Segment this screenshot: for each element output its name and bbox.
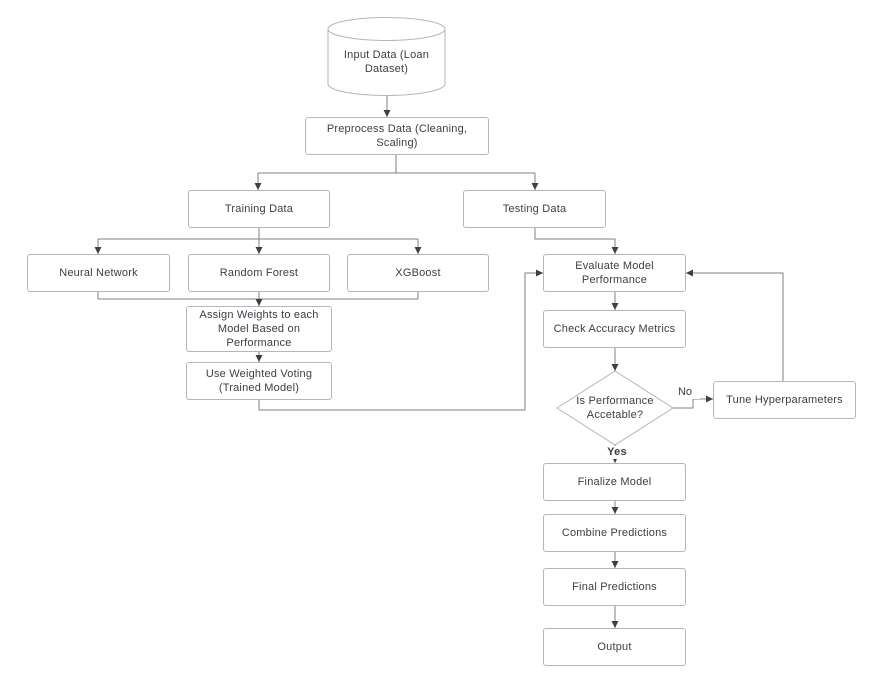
- node-output: Output: [543, 628, 686, 666]
- node-final-predictions: Final Predictions: [543, 568, 686, 606]
- node-preprocess: Preprocess Data (Cleaning, Scaling): [305, 117, 489, 155]
- node-assign-weights: Assign Weights to each Model Based on Pe…: [186, 306, 332, 352]
- edge-decision-no-to-tune: [673, 395, 713, 409]
- node-finalize-model: Finalize Model: [543, 463, 686, 501]
- edge-tune-to-evaluate: [686, 269, 784, 381]
- node-check-accuracy: Check Accuracy Metrics: [543, 310, 686, 348]
- edge-label-no: No: [670, 386, 700, 399]
- node-decision-label: Is Performance Accetable?: [576, 394, 654, 421]
- database-cylinder-shape: [327, 17, 446, 96]
- edge-testing-to-evaluate: [534, 228, 619, 254]
- node-weighted-voting: Use Weighted Voting (Trained Model): [186, 362, 332, 400]
- node-random-forest: Random Forest: [188, 254, 330, 292]
- node-input-data: Input Data (Loan Dataset): [343, 48, 430, 75]
- edge-label-yes: Yes: [596, 446, 638, 459]
- node-tune-hyperparameters: Tune Hyperparameters: [713, 381, 856, 419]
- node-testing-data: Testing Data: [463, 190, 606, 228]
- edge-voting-to-evaluate: [258, 269, 543, 411]
- node-training-data: Training Data: [188, 190, 330, 228]
- node-evaluate-model: Evaluate Model Performance: [543, 254, 686, 292]
- node-neural-network: Neural Network: [27, 254, 170, 292]
- node-combine-predictions: Combine Predictions: [543, 514, 686, 552]
- node-xgboost: XGBoost: [347, 254, 489, 292]
